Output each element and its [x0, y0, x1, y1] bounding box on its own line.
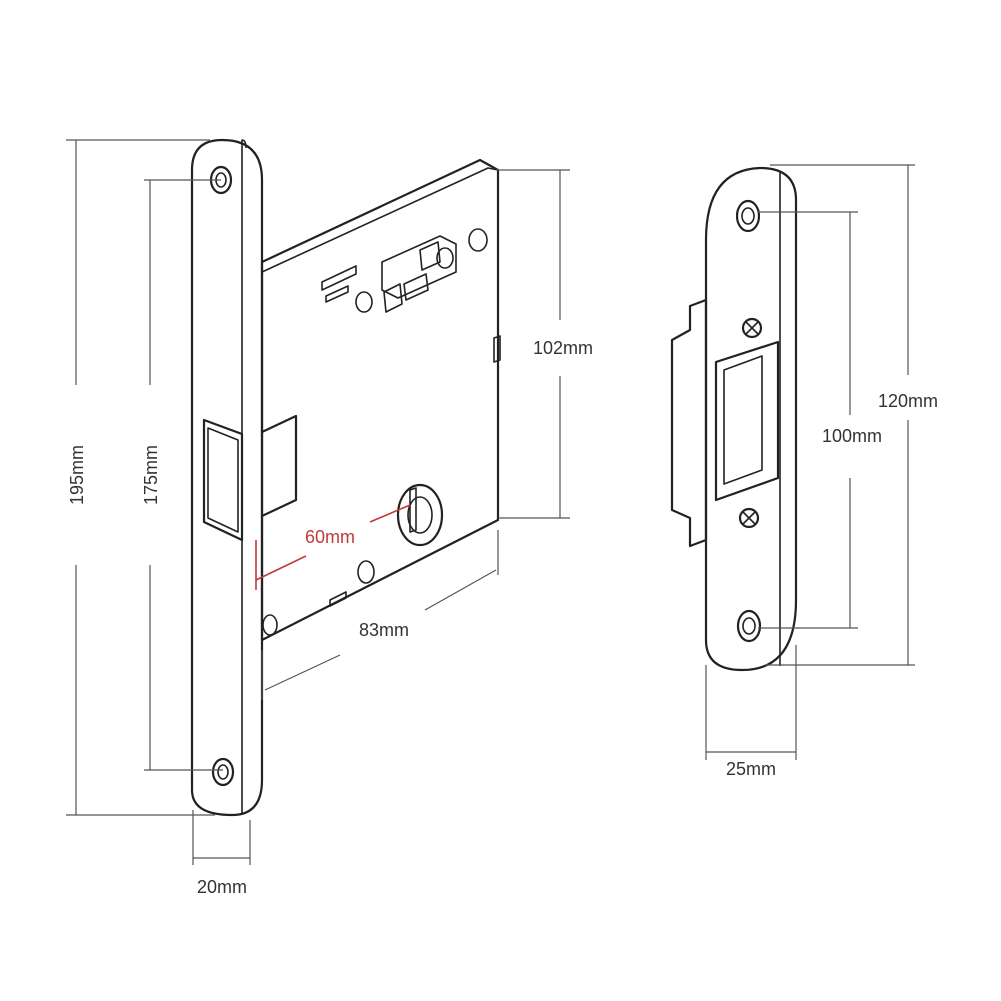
dimension-labels: 195mm 175mm 102mm 60mm 83mm 20mm 120mm 1… [67, 338, 938, 897]
label-25mm: 25mm [726, 759, 776, 779]
lock-body [260, 158, 501, 642]
label-20mm: 20mm [197, 877, 247, 897]
strike-recess-box [670, 298, 708, 548]
case-hole-lower [357, 560, 375, 584]
strike-screw-top-icon [741, 317, 763, 339]
strike-plate [670, 166, 798, 672]
strike-plate-outline [704, 166, 798, 672]
label-175mm: 175mm [141, 445, 161, 505]
mechanism-tab-inner [419, 241, 441, 271]
dim-195-line [66, 139, 215, 816]
label-195mm: 195mm [67, 445, 87, 505]
faceplate-front-edge [241, 139, 247, 815]
label-60mm: 60mm [305, 527, 355, 547]
faceplate-latch-window [202, 418, 244, 542]
label-102mm: 102mm [533, 338, 593, 358]
latch-bolt [261, 414, 298, 517]
strike-screw-bottom-icon [738, 507, 760, 529]
strike-hole-top-inner [741, 207, 755, 225]
lock-case-edge [261, 167, 499, 273]
label-100mm: 100mm [822, 426, 882, 446]
lock-faceplate [190, 138, 264, 817]
label-83mm: 83mm [359, 620, 409, 640]
dim-102-line [496, 169, 570, 519]
case-hole-top-mid [436, 247, 454, 269]
case-hole-top-right [468, 228, 488, 252]
lock-case-outline [260, 158, 500, 642]
strike-hole-bottom-inner [742, 617, 756, 635]
mechanism-block [381, 235, 457, 299]
dim-83-line [261, 530, 499, 700]
strike-latch-opening-inner [723, 355, 763, 485]
dimension-lines [66, 139, 915, 865]
faceplate-screw-hole-bottom [211, 757, 235, 787]
case-hole-bottom-left [262, 614, 278, 636]
dim-175-line [144, 179, 223, 771]
case-side-tab [493, 335, 501, 363]
faceplate-latch-window-inner [207, 427, 239, 533]
strike-latch-opening [714, 340, 780, 502]
faceplate-outline [190, 138, 264, 817]
latch-bolt-edge [261, 415, 297, 433]
case-hole-left [355, 291, 373, 313]
case-bottom-bracket [329, 591, 347, 607]
strike-hole-top [735, 199, 761, 233]
dim-100-line [758, 211, 858, 629]
dim-20-line [192, 810, 251, 865]
mechanism-slot-lower [325, 285, 349, 303]
dim-60-line [255, 504, 411, 590]
spindle-inner [407, 496, 433, 534]
spindle-hole [396, 483, 444, 547]
dim-25-line [705, 645, 797, 760]
spindle-keyway [409, 487, 417, 533]
mechanism-slot-upper [321, 265, 357, 291]
dim-120-line [765, 164, 915, 666]
mechanism-tab-left [383, 283, 403, 313]
mechanism-tab-right [403, 273, 429, 301]
strike-hole-bottom [736, 609, 762, 643]
faceplate-screw-hole-bottom-inner [217, 764, 229, 780]
label-120mm: 120mm [878, 391, 938, 411]
